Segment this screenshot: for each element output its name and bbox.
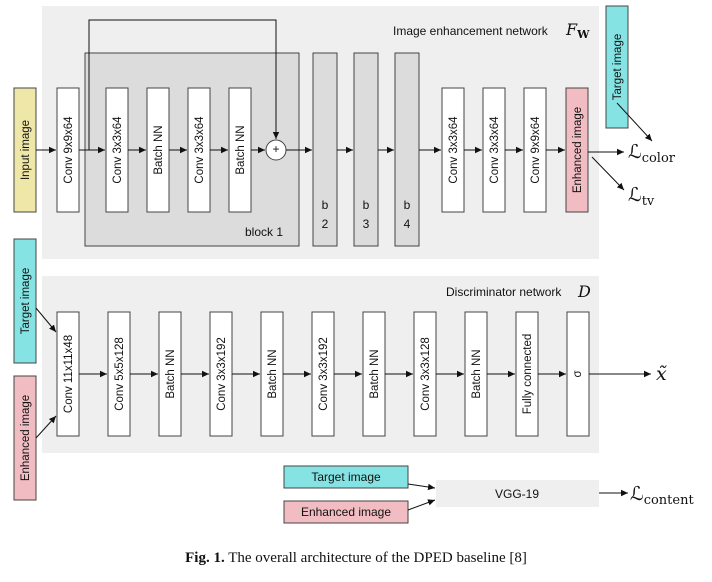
vgg-target-image: Target image	[283, 465, 409, 489]
tail-layer-conv-1: Conv 3x3x64	[441, 87, 465, 213]
svg-text:Conv 3x3x64: Conv 3x3x64	[194, 116, 206, 184]
block-2: b 2	[312, 52, 338, 247]
block-1-label: block 1	[245, 225, 283, 239]
input-image-box: Input image	[13, 87, 37, 213]
svg-text:Batch NN: Batch NN	[369, 349, 381, 398]
enhancement-network-symbol: FW	[565, 20, 590, 41]
disc-layer-batchnn-4: Batch NN	[464, 311, 488, 437]
vgg-enhanced-image: Enhanced image	[283, 500, 409, 524]
svg-text:Conv 3x3x128: Conv 3x3x128	[420, 337, 432, 411]
svg-text:3: 3	[363, 217, 370, 231]
disc-layer-batchnn-3: Batch NN	[362, 311, 386, 437]
svg-text:Batch NN: Batch NN	[267, 349, 279, 398]
svg-text:b: b	[363, 198, 370, 212]
svg-text:Batch NN: Batch NN	[471, 349, 483, 398]
svg-text:Batch NN: Batch NN	[153, 125, 165, 174]
discriminator-title: Discriminator network	[446, 285, 562, 299]
disc-layer-conv-11x11x48: Conv 11x11x48	[56, 311, 80, 437]
tail-layer-conv-2: Conv 3x3x64	[482, 87, 506, 213]
disc-layer-conv-5x5x128: Conv 5x5x128	[107, 311, 131, 437]
svg-text:Conv 9x9x64: Conv 9x9x64	[63, 116, 75, 184]
svg-text:Target image: Target image	[20, 268, 32, 334]
svg-text:σ: σ	[572, 370, 584, 377]
svg-text:VGG-19: VGG-19	[495, 487, 539, 501]
layer-conv-9x9x64-in: Conv 9x9x64	[56, 87, 80, 213]
block1-layer-conv-1: Conv 3x3x64	[105, 87, 129, 213]
disc-enhanced-image: Enhanced image	[13, 375, 37, 501]
block-4: b 4	[394, 52, 420, 247]
disc-target-image: Target image	[13, 238, 37, 364]
discriminator-output: x̃	[656, 363, 667, 385]
block1-layer-batchnn-2: Batch NN	[228, 87, 252, 213]
enhanced-image-output: Enhanced image	[565, 87, 589, 213]
figure-caption: Fig. 1. The overall architecture of the …	[0, 550, 712, 567]
svg-text:Target image: Target image	[612, 34, 624, 100]
discriminator-flow-arrows	[35, 307, 651, 439]
svg-text:4: 4	[404, 217, 411, 231]
svg-text:Conv 5x5x128: Conv 5x5x128	[114, 337, 126, 411]
target-image-top: Target image	[605, 5, 629, 129]
svg-text:+: +	[272, 142, 279, 156]
svg-text:2: 2	[322, 217, 329, 231]
disc-layer-sigma: σ	[566, 311, 590, 437]
svg-text:Conv 3x3x192: Conv 3x3x192	[216, 337, 228, 411]
svg-text:Conv 9x9x64: Conv 9x9x64	[530, 116, 542, 184]
svg-text:Enhanced image: Enhanced image	[20, 395, 32, 481]
svg-text:Input image: Input image	[20, 120, 32, 180]
svg-text:Conv 3x3x64: Conv 3x3x64	[112, 116, 124, 184]
block-3: b 3	[353, 52, 379, 247]
svg-text:b: b	[322, 198, 329, 212]
svg-text:b: b	[404, 198, 411, 212]
svg-text:Conv 3x3x192: Conv 3x3x192	[318, 337, 330, 411]
svg-text:Target image: Target image	[311, 470, 381, 484]
disc-layer-batchnn-2: Batch NN	[260, 311, 284, 437]
block1-layer-conv-2: Conv 3x3x64	[187, 87, 211, 213]
loss-tv: ℒtv	[628, 184, 655, 209]
tail-layer-conv-3: Conv 9x9x64	[523, 87, 547, 213]
discriminator-symbol: D	[577, 282, 591, 301]
vgg19-box: VGG-19	[436, 480, 599, 507]
caption-text: The overall architecture of the DPED bas…	[228, 550, 527, 566]
svg-text:Conv 3x3x64: Conv 3x3x64	[489, 116, 501, 184]
disc-layer-conv-3x3x192-1: Conv 3x3x192	[209, 311, 233, 437]
svg-text:Batch NN: Batch NN	[165, 349, 177, 398]
loss-content: ℒcontent	[630, 483, 694, 508]
enhancement-flow-arrows	[36, 102, 653, 191]
svg-text:Fully connected: Fully connected	[522, 334, 534, 415]
svg-text:Conv 11x11x48: Conv 11x11x48	[63, 335, 75, 413]
svg-text:Enhanced image: Enhanced image	[572, 107, 584, 193]
svg-text:Batch NN: Batch NN	[235, 125, 247, 174]
disc-layer-conv-3x3x192-2: Conv 3x3x192	[311, 311, 335, 437]
disc-layer-fully-connected: Fully connected	[515, 311, 539, 437]
svg-text:Conv 3x3x64: Conv 3x3x64	[448, 116, 460, 184]
vgg-flow-arrows	[407, 483, 628, 511]
block1-layer-batchnn-1: Batch NN	[146, 87, 170, 213]
caption-prefix: Fig. 1.	[185, 550, 225, 566]
loss-color: ℒcolor	[628, 141, 676, 166]
disc-layer-conv-3x3x128: Conv 3x3x128	[413, 311, 437, 437]
disc-layer-batchnn-1: Batch NN	[158, 311, 182, 437]
sum-node: +	[265, 139, 287, 161]
enhancement-network-title: Image enhancement network	[393, 24, 549, 38]
svg-text:Enhanced image: Enhanced image	[301, 505, 391, 519]
